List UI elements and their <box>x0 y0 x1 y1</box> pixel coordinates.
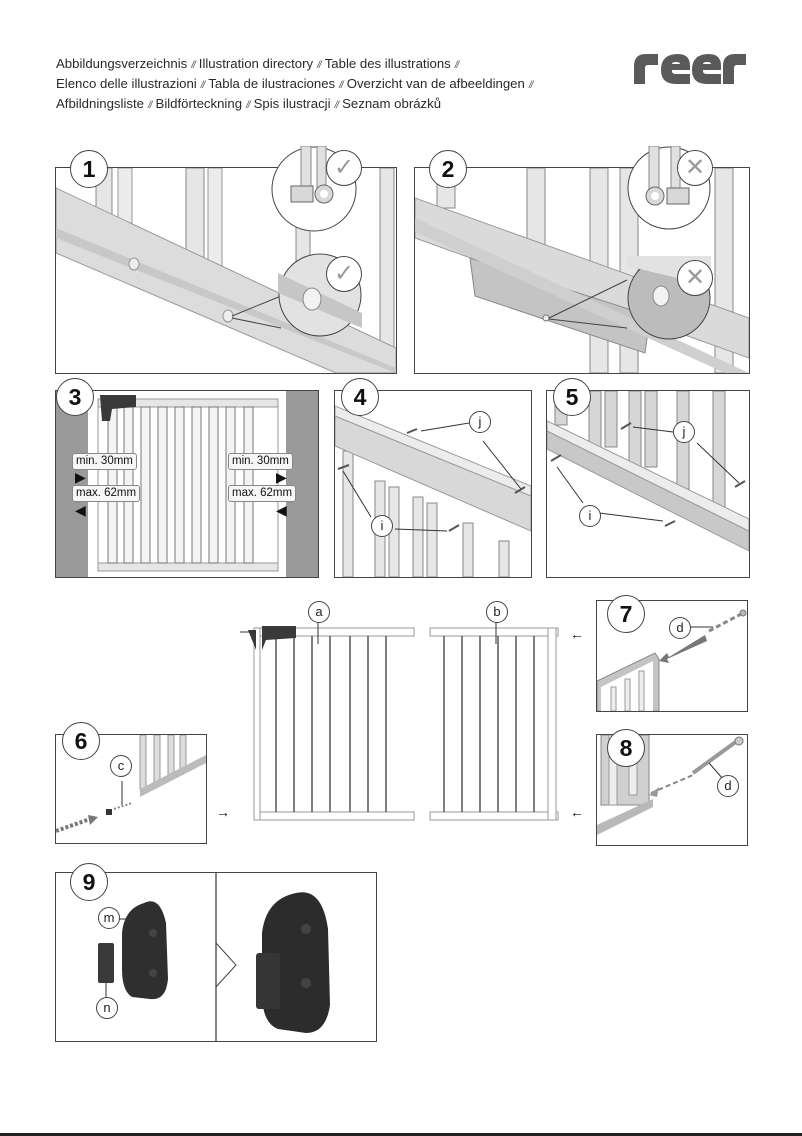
left-max-distance-label: max. 62mm <box>72 485 141 502</box>
main-gate-assembly: a b <box>238 600 568 830</box>
part-c-insertion-illustration <box>56 735 206 833</box>
header-line-3: Afbildningsliste//Bildförteckning//Spis … <box>56 95 536 115</box>
left-arrow-icon: ◀ <box>75 502 86 518</box>
figure-4-top-screws: 4 j i <box>334 378 532 578</box>
separator: // <box>191 60 195 71</box>
title-sv: Bildförteckning <box>155 96 243 111</box>
title-fr: Table des illustrations <box>324 56 451 71</box>
figure-number-5: 5 <box>553 378 591 416</box>
right-arrow-icon: ▶ <box>75 469 86 485</box>
separator: // <box>339 80 343 91</box>
bottom-rail-screws-illustration <box>547 391 749 552</box>
figure-number-7: 7 <box>607 595 645 633</box>
cross-icon: ✕ <box>677 260 713 296</box>
right-arrow-icon: ▶ <box>276 469 287 485</box>
figure-number-9: 9 <box>70 863 108 901</box>
title-cs: Seznam obrázků <box>342 96 442 111</box>
check-icon: ✓ <box>326 150 362 186</box>
separator: // <box>317 60 321 71</box>
figure-7-insert-part-d-top: 7 d <box>596 595 748 712</box>
reer-logo <box>634 54 746 84</box>
left-min-distance-label: min. 30mm <box>72 453 137 470</box>
separator: // <box>246 100 250 111</box>
arrow-left-icon: ← <box>570 804 584 820</box>
part-label-a: a <box>308 601 330 623</box>
left-arrow-icon: ◀ <box>276 502 287 518</box>
title-it: Elenco delle illustrazioni <box>56 76 197 91</box>
illustration-directory-header: Abbildungsverzeichnis//Illustration dire… <box>56 55 536 115</box>
figure-2-incorrect-alignment: 2 ✕ ✕ <box>414 146 750 374</box>
title-en: Illustration directory <box>198 56 314 71</box>
right-min-distance-label: min. 30mm <box>228 453 293 470</box>
figure-number-8: 8 <box>607 729 645 767</box>
part-label-j: j <box>673 421 695 443</box>
title-nl: Overzicht van de afbeeldingen <box>346 76 525 91</box>
part-label-c: c <box>110 755 132 777</box>
check-icon: ✓ <box>326 256 362 292</box>
part-label-d: d <box>669 617 691 639</box>
page-bottom-rule <box>0 1133 802 1136</box>
part-label-i: i <box>579 505 601 527</box>
part-label-b: b <box>486 601 508 623</box>
figure-number-3: 3 <box>56 378 94 416</box>
gate-panels-illustration <box>240 622 559 821</box>
part-label-m: m <box>98 907 120 929</box>
header-line-1: Abbildungsverzeichnis//Illustration dire… <box>56 55 536 75</box>
title-es: Tabla de ilustraciones <box>208 76 336 91</box>
figure-number-1: 1 <box>70 150 108 188</box>
cross-icon: ✕ <box>677 150 713 186</box>
separator: // <box>147 100 152 111</box>
wall-bracket-illustration <box>98 873 330 1041</box>
part-label-j: j <box>469 411 491 433</box>
separator: // <box>200 80 205 91</box>
separator: // <box>528 80 533 91</box>
figure-1-correct-alignment: 1 ✓ ✓ <box>55 146 397 374</box>
figure-9-wall-bracket: 9 m n <box>55 863 377 1042</box>
part-label-d: d <box>717 775 739 797</box>
separator: // <box>454 60 459 71</box>
part-d-top-illustration <box>597 609 747 711</box>
part-label-i: i <box>371 515 393 537</box>
figure-8-insert-part-d-bottom: 8 d <box>596 729 748 846</box>
title-da: Afbildningsliste <box>56 96 144 111</box>
separator: // <box>334 100 339 111</box>
title-de: Abbildungsverzeichnis <box>56 56 188 71</box>
arrow-right-icon: → <box>216 804 230 820</box>
figure-5-bottom-screws: 5 j i <box>546 378 750 578</box>
header-line-2: Elenco delle illustrazioni//Tabla de ilu… <box>56 75 536 95</box>
figure-number-6: 6 <box>62 722 100 760</box>
arrow-left-icon: ← <box>570 626 584 642</box>
part-label-n: n <box>96 997 118 1019</box>
top-rail-screws-illustration <box>335 405 531 577</box>
right-max-distance-label: max. 62mm <box>228 485 297 502</box>
figure-number-4: 4 <box>341 378 379 416</box>
figure-6-insert-part-c: 6 c <box>55 722 207 844</box>
figure-3-wall-clearance: 3 min. 30mm ▶ max. 62mm ◀ min. 30mm ▶ ma… <box>55 378 319 578</box>
figure-number-2: 2 <box>429 150 467 188</box>
title-pl: Spis ilustracji <box>253 96 331 111</box>
